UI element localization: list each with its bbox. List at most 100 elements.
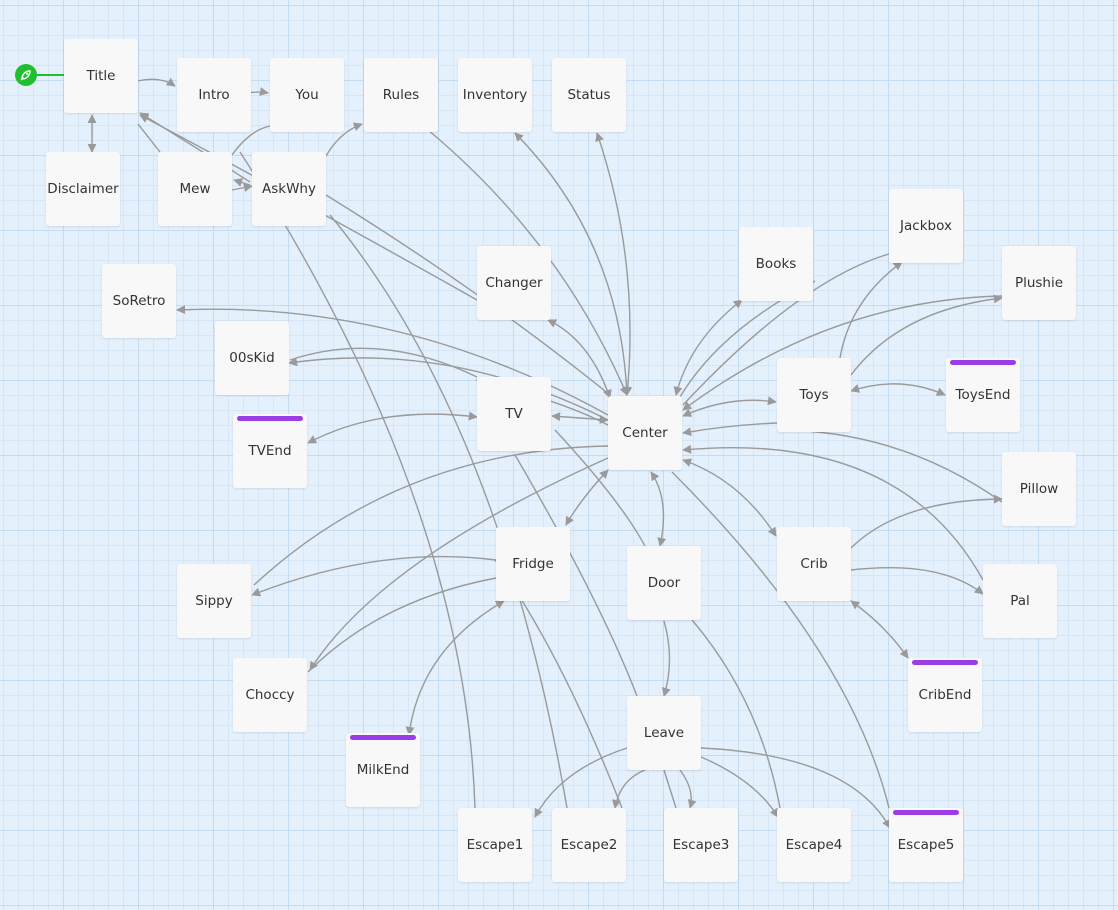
ending-marker (893, 810, 959, 815)
passage-label: Plushie (1014, 275, 1064, 291)
ending-marker (350, 735, 416, 740)
passage-tvend[interactable]: TVEnd (233, 414, 307, 488)
passage-door[interactable]: Door (627, 546, 701, 620)
passage-link (691, 619, 781, 809)
passage-disclaimer[interactable]: Disclaimer (46, 152, 120, 226)
passage-label: Pal (1010, 593, 1030, 609)
passage-escape3[interactable]: Escape3 (664, 808, 738, 882)
passage-label: 00sKid (229, 350, 275, 366)
passage-link (253, 445, 609, 586)
passage-link (551, 412, 609, 424)
passage-rules[interactable]: Rules (364, 58, 438, 132)
passage-toysend[interactable]: ToysEnd (946, 358, 1020, 432)
passage-00skid[interactable]: 00sKid (215, 321, 289, 395)
passage-link (325, 122, 363, 157)
passage-link (137, 77, 176, 87)
passage-askwhy[interactable]: AskWhy (252, 152, 326, 226)
passage-link (663, 769, 677, 809)
passage-mew[interactable]: Mew (158, 152, 232, 226)
passage-label: Center (622, 425, 668, 441)
passage-you[interactable]: You (270, 58, 344, 132)
passage-escape4[interactable]: Escape4 (777, 808, 851, 882)
passage-label: Mew (179, 181, 211, 197)
passage-label: Escape5 (897, 837, 955, 853)
passage-choccy[interactable]: Choccy (233, 658, 307, 732)
passage-link (231, 125, 271, 156)
passage-label: Intro (198, 87, 230, 103)
passage-pal[interactable]: Pal (983, 564, 1057, 638)
passage-link (288, 357, 609, 421)
passage-label: Toys (799, 387, 829, 403)
passage-escape5[interactable]: Escape5 (889, 808, 963, 882)
passage-toys[interactable]: Toys (777, 358, 851, 432)
passage-inventory[interactable]: Inventory (458, 58, 532, 132)
passage-milkend[interactable]: MilkEnd (346, 733, 420, 807)
ending-marker (950, 360, 1016, 365)
passage-link (137, 123, 161, 153)
passage-status[interactable]: Status (552, 58, 626, 132)
passage-link (514, 454, 638, 697)
passage-label: Escape3 (672, 837, 730, 853)
rocket-icon[interactable] (15, 64, 37, 86)
passage-cribend[interactable]: CribEnd (908, 658, 982, 732)
passage-title[interactable]: Title (64, 39, 138, 113)
passage-label: Sippy (195, 593, 233, 609)
passage-link (309, 457, 609, 671)
passage-link (682, 295, 1003, 411)
passage-link (251, 555, 497, 597)
passage-label: TVEnd (248, 443, 292, 459)
ending-marker (237, 416, 303, 421)
start-connector (37, 74, 64, 76)
ending-marker (912, 660, 978, 665)
passage-link (534, 747, 628, 818)
passage-link (850, 494, 1003, 549)
passage-label: You (295, 87, 319, 103)
passage-center[interactable]: Center (608, 396, 682, 470)
passage-fridge[interactable]: Fridge (496, 527, 570, 601)
passage-plushie[interactable]: Plushie (1002, 246, 1076, 320)
passage-link (405, 600, 505, 736)
passage-label: Status (567, 87, 611, 103)
passage-sippy[interactable]: Sippy (177, 564, 251, 638)
passage-link (682, 422, 778, 437)
passage-link (679, 769, 697, 809)
passage-link (231, 183, 253, 193)
passage-label: Pillow (1019, 481, 1059, 497)
passage-pillow[interactable]: Pillow (1002, 452, 1076, 526)
passage-leave[interactable]: Leave (627, 696, 701, 770)
passage-label: ToysEnd (955, 387, 1011, 403)
passage-label: Crib (800, 556, 828, 572)
passage-crib[interactable]: Crib (777, 527, 851, 601)
passage-link (850, 600, 909, 659)
passage-label: Changer (485, 275, 543, 291)
passage-label: Books (755, 256, 797, 272)
passage-label: Escape4 (785, 837, 843, 853)
passage-label: Disclaimer (47, 181, 119, 197)
passage-changer[interactable]: Changer (477, 246, 551, 320)
passage-link (700, 756, 779, 818)
passage-tv[interactable]: TV (477, 377, 551, 451)
passage-label: Title (86, 68, 116, 84)
passage-link (700, 747, 891, 829)
passage-label: TV (505, 406, 523, 422)
passage-link (289, 347, 478, 378)
passage-label: Door (647, 575, 681, 591)
passage-label: Fridge (512, 556, 554, 572)
passage-books[interactable]: Books (739, 227, 813, 301)
passage-link (682, 444, 984, 581)
passage-label: Jackbox (900, 218, 952, 234)
passage-link (547, 319, 612, 399)
passage-escape1[interactable]: Escape1 (458, 808, 532, 882)
passage-intro[interactable]: Intro (177, 58, 251, 132)
passage-label: Rules (382, 87, 420, 103)
passage-soretro[interactable]: SoRetro (102, 264, 176, 338)
passage-label: Choccy (245, 687, 295, 703)
passage-label: Escape2 (560, 837, 618, 853)
passage-jackbox[interactable]: Jackbox (889, 189, 963, 263)
passage-link (565, 469, 609, 526)
passage-label: Inventory (462, 87, 528, 103)
passage-escape2[interactable]: Escape2 (552, 808, 626, 882)
passage-link (650, 471, 667, 547)
passage-label: AskWhy (262, 181, 316, 197)
